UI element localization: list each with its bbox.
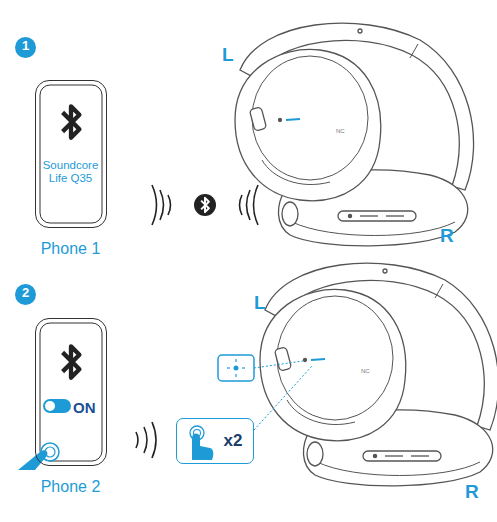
step-number: 1 bbox=[15, 37, 36, 58]
side-label: R bbox=[440, 225, 454, 247]
node-text: Phone 2 bbox=[22, 478, 119, 496]
phone-outline: ONPhone 2 bbox=[35, 318, 107, 466]
side-label: L bbox=[222, 44, 234, 66]
node-text: 1 bbox=[15, 39, 36, 54]
node-text: ON bbox=[73, 399, 107, 416]
side-label: R bbox=[465, 481, 479, 503]
tap-callout: x2 bbox=[176, 418, 254, 464]
button-label: NC bbox=[361, 368, 370, 374]
node-text: Phone 1 bbox=[22, 240, 119, 258]
node-text: 2 bbox=[15, 286, 36, 301]
button-label: NC bbox=[336, 128, 345, 134]
phone-outline: Soundcore Life Q35Phone 1 bbox=[35, 80, 107, 228]
node-text: x2 bbox=[215, 431, 251, 451]
side-label: L bbox=[254, 292, 266, 314]
node-text: Soundcore Life Q35 bbox=[40, 159, 101, 185]
step-number: 2 bbox=[15, 284, 36, 305]
